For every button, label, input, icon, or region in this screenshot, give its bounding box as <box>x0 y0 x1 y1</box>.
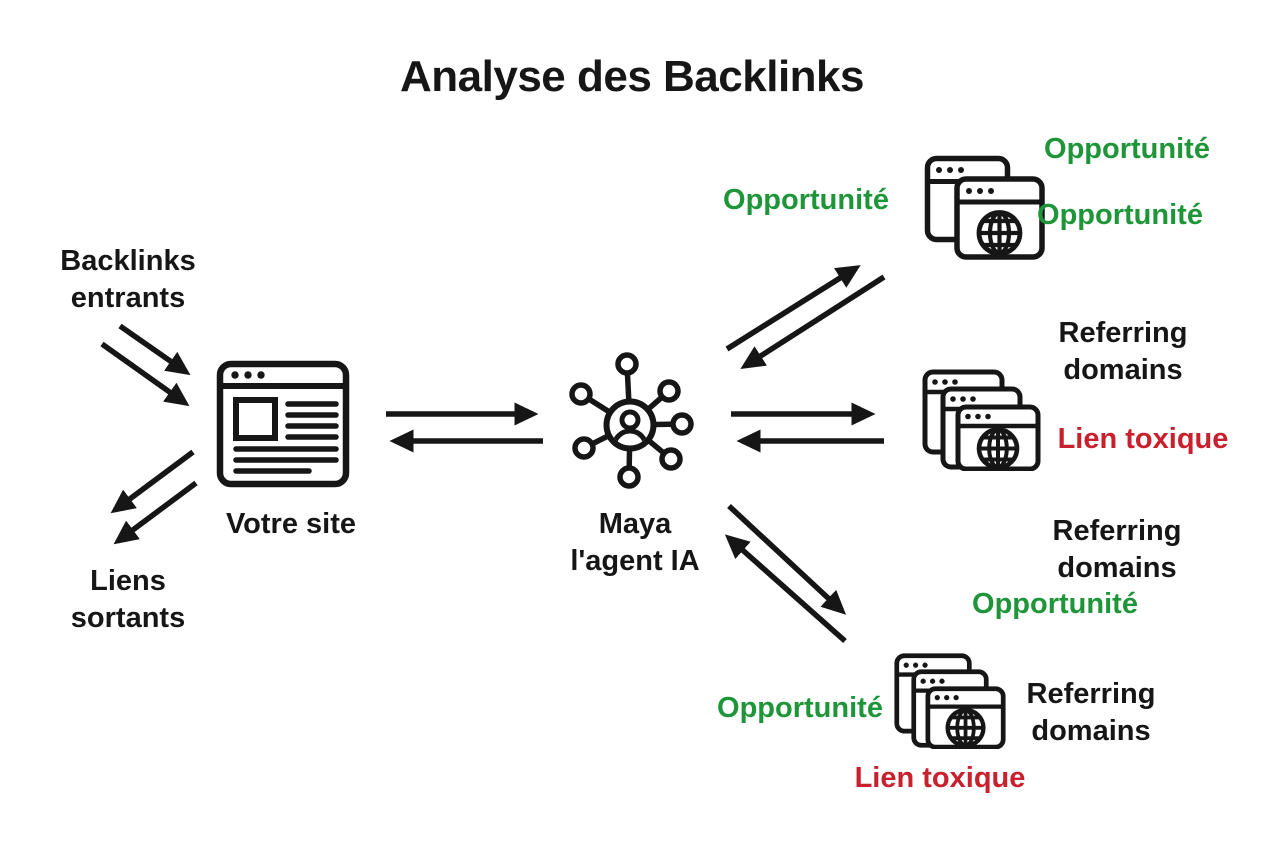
arrow-agent-to-bottom-cluster <box>727 503 847 615</box>
arrow-incoming-1 <box>118 323 191 376</box>
arrow-bottom-cluster-to-agent <box>724 534 847 644</box>
opportunity-label-bottom-left: Opportunité <box>717 692 883 724</box>
arrow-outgoing-2 <box>113 480 198 545</box>
site-label: Votre site <box>225 508 356 540</box>
arrow-top-cluster-to-agent <box>740 274 886 369</box>
agent-label: Maya l'agent IA <box>570 508 700 577</box>
stacked-browsers-icon-top <box>924 155 1045 260</box>
opportunity-label-bottom-upper: Opportunité <box>972 588 1138 620</box>
toxic-link-label-middle: Lien toxique <box>1057 423 1229 455</box>
opportunity-label-top-left: Opportunité <box>723 184 889 216</box>
referring-domains-label-bottom-upper: Referring domains <box>1052 515 1182 584</box>
referring-domains-label-middle: Referring domains <box>1058 317 1188 386</box>
incoming-backlinks-label: Backlinks entrants <box>60 245 196 314</box>
referring-domains-label-bottom-right: Referring domains <box>1026 678 1156 747</box>
arrow-outgoing-1 <box>110 449 195 514</box>
browser-window-icon <box>216 360 350 488</box>
opportunity-label-top-right: Opportunité <box>1037 199 1203 231</box>
stacked-browsers-icon-middle <box>922 369 1041 471</box>
toxic-link-label-bottom: Lien toxique <box>854 762 1026 794</box>
arrow-agent-to-top-cluster <box>725 265 861 352</box>
ai-network-agent-icon <box>569 352 694 489</box>
diagram-title: Analyse des Backlinks <box>400 52 864 101</box>
stacked-browsers-icon-bottom <box>894 653 1006 749</box>
outgoing-links-label: Liens sortants <box>70 565 186 634</box>
arrow-incoming-2 <box>100 341 190 407</box>
opportunity-label-top-upper: Opportunité <box>1044 133 1210 165</box>
